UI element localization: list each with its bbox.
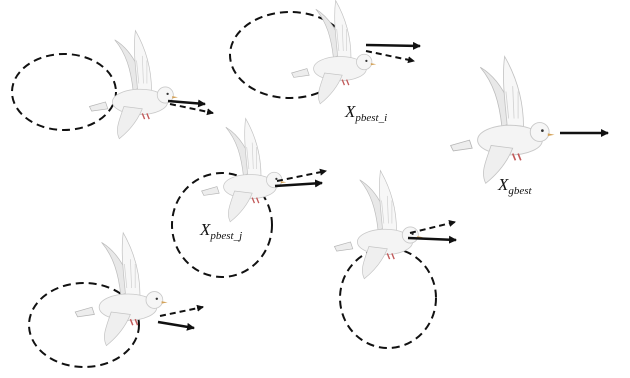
particle-gbest [451,56,608,183]
trajectory-ellipse [12,54,116,130]
particle-4 [334,171,456,348]
velocity-arrow-icon [366,45,420,46]
label-main: X [498,175,508,194]
particle-5 [29,233,203,367]
dove-icon [292,0,377,103]
label-main: X [200,220,210,239]
velocity-arrow-icon [275,183,322,186]
dashed-arrow-icon [170,104,213,113]
velocity-arrow-icon [168,101,205,104]
dove-icon [75,233,167,346]
dove-icon [451,56,555,183]
particle-3 [172,118,326,277]
dashed-arrow-icon [160,307,203,316]
label-subscript: pbest_i [355,112,387,124]
trajectory-ellipse [340,248,436,348]
label-main: X [345,102,355,121]
label-subscript: gbest [508,185,531,197]
particle-1 [12,31,213,139]
label-pbest-j: Xpbest_j [200,221,242,238]
velocity-arrow-icon [158,322,194,328]
dove-icon [202,118,287,221]
particle-2 [230,0,420,103]
dashed-arrow-icon [366,51,414,61]
dove-icon [89,31,178,139]
label-subscript: pbest_j [210,230,242,242]
dove-icon [334,171,423,279]
label-gbest: Xgbest [498,176,532,193]
label-pbest-i: Xpbest_i [345,103,387,120]
dashed-arrow-icon [277,171,326,181]
